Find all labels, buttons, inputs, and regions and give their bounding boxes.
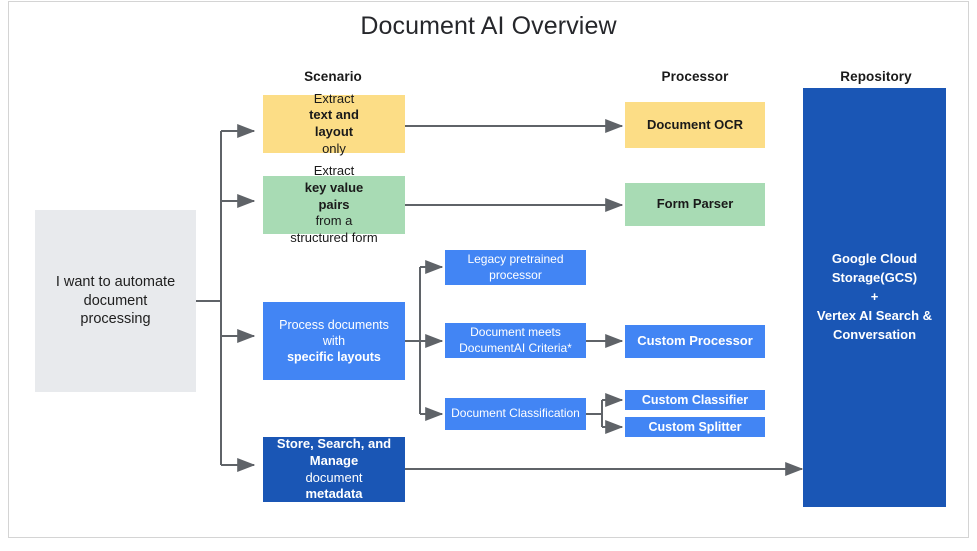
node-scenario-key-value-pairs-line-1: Extract key value bbox=[304, 163, 364, 196]
node-repository-line-4: Vertex AI Search & bbox=[816, 307, 933, 323]
node-processor-document-ocr[interactable]: Document OCR bbox=[625, 102, 765, 148]
node-scenario-text-and-layout[interactable]: Extract text and layout only bbox=[263, 91, 405, 156]
column-header-scenario: Scenario bbox=[304, 69, 362, 84]
node-scenario-store-search-manage-line-2: Manage document bbox=[305, 452, 363, 485]
node-scenario-text-and-layout-line-1: Extract text and bbox=[309, 90, 359, 123]
node-legacy-pretrained-processor[interactable]: Legacy pretrained processor bbox=[445, 250, 586, 285]
node-goal[interactable]: I want to automate document processing bbox=[35, 210, 196, 392]
node-legacy-pretrained-processor-line-1: Legacy pretrained bbox=[467, 252, 564, 267]
node-document-classification[interactable]: Document Classification bbox=[445, 398, 586, 430]
node-scenario-specific-layouts-line-2: with specific layouts bbox=[287, 334, 381, 364]
node-repository-line-1: Google Cloud bbox=[831, 251, 918, 267]
node-scenario-store-search-manage[interactable]: Store, Search, and Manage document metad… bbox=[263, 436, 405, 502]
node-document-meets-criteria[interactable]: Document meets DocumentAI Criteria* bbox=[445, 323, 586, 358]
node-repository[interactable]: Google Cloud Storage(GCS) + Vertex AI Se… bbox=[803, 88, 946, 507]
diagram-title: Document AI Overview bbox=[360, 12, 617, 40]
node-custom-processor-label: Custom Processor bbox=[637, 333, 753, 349]
node-document-meets-criteria-line-1: Document meets bbox=[470, 325, 561, 340]
node-scenario-text-and-layout-line-2: layout only bbox=[314, 124, 354, 156]
node-repository-line-3: + bbox=[870, 289, 879, 305]
column-header-processor: Processor bbox=[661, 69, 729, 84]
node-custom-splitter-label: Custom Splitter bbox=[648, 420, 742, 434]
column-header-repository: Repository bbox=[840, 69, 912, 84]
node-processor-form-parser[interactable]: Form Parser bbox=[625, 183, 765, 226]
node-scenario-specific-layouts-line-1: Process documents bbox=[279, 318, 389, 332]
node-scenario-key-value-pairs-line-2: pairs from a bbox=[315, 196, 353, 229]
node-goal-line-1: I want to automate bbox=[55, 274, 176, 291]
node-goal-line-2: document bbox=[83, 292, 148, 309]
node-repository-line-5: Conversation bbox=[832, 326, 917, 342]
node-scenario-specific-layouts[interactable]: Process documents with specific layouts bbox=[263, 302, 405, 380]
node-processor-document-ocr-label: Document OCR bbox=[646, 116, 744, 132]
node-document-meets-criteria-line-2: DocumentAI Criteria* bbox=[459, 340, 572, 355]
node-document-classification-label: Document Classification bbox=[451, 406, 580, 421]
node-processor-form-parser-label: Form Parser bbox=[656, 196, 734, 212]
node-custom-splitter[interactable]: Custom Splitter bbox=[625, 417, 765, 437]
node-scenario-key-value-pairs[interactable]: Extract key value pairs from a structure… bbox=[263, 163, 405, 245]
node-custom-processor[interactable]: Custom Processor bbox=[625, 325, 765, 358]
node-scenario-store-search-manage-line-3: metadata bbox=[305, 486, 363, 502]
node-goal-line-3: processing bbox=[80, 311, 151, 328]
node-repository-line-2: Storage(GCS) bbox=[831, 270, 918, 286]
node-custom-classifier[interactable]: Custom Classifier bbox=[625, 390, 765, 410]
node-scenario-key-value-pairs-line-3: structured form bbox=[290, 229, 378, 245]
node-custom-classifier-label: Custom Classifier bbox=[641, 393, 749, 407]
node-legacy-pretrained-processor-line-2: processor bbox=[489, 267, 542, 282]
node-scenario-store-search-manage-line-1: Store, Search, and bbox=[276, 436, 392, 452]
